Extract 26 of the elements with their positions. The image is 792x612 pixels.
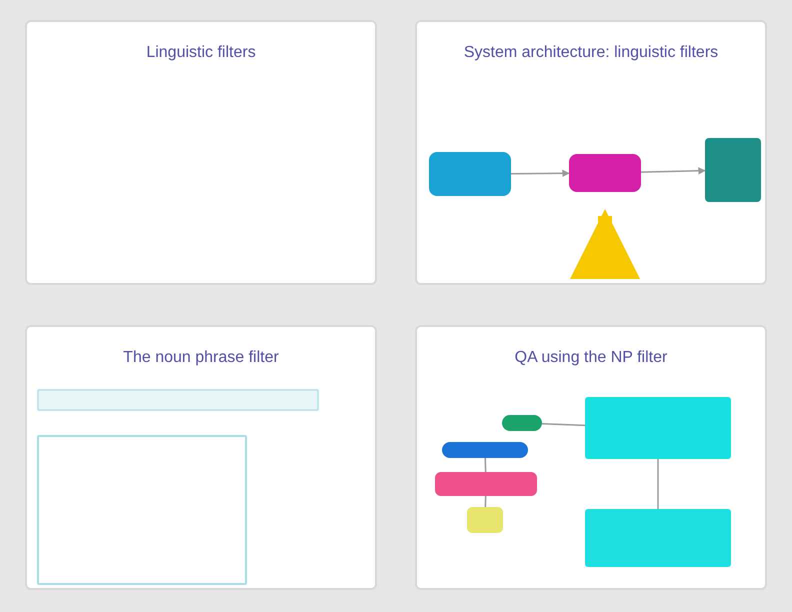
- colored-block: [37, 435, 247, 585]
- connector-line: [542, 422, 586, 426]
- colored-block: [442, 442, 528, 458]
- colored-block: [585, 509, 731, 567]
- colored-block: [429, 152, 511, 196]
- colored-block: [502, 415, 542, 431]
- colored-block: [37, 389, 319, 411]
- colored-block: [467, 507, 503, 533]
- arrow: [640, 167, 706, 175]
- slide-panel: [25, 20, 377, 285]
- slide-title: Linguistic filters: [145, 44, 257, 62]
- slide-title: QA using the NP filter: [514, 349, 668, 367]
- block-arrow: [570, 209, 640, 279]
- connector-line: [657, 459, 659, 509]
- slide-title: System architecture: linguistic filters: [462, 44, 720, 62]
- colored-block: [435, 472, 537, 496]
- connector-line: [484, 458, 486, 472]
- colored-block: [569, 154, 641, 192]
- slide-title: The noun phrase filter: [122, 349, 280, 367]
- slide-panel: [415, 325, 767, 590]
- colored-block: [585, 397, 731, 459]
- slide-panel: [25, 325, 377, 590]
- colored-block: [705, 138, 761, 202]
- connector-line: [484, 496, 486, 508]
- arrow: [511, 170, 570, 178]
- slide-panel: [415, 20, 767, 285]
